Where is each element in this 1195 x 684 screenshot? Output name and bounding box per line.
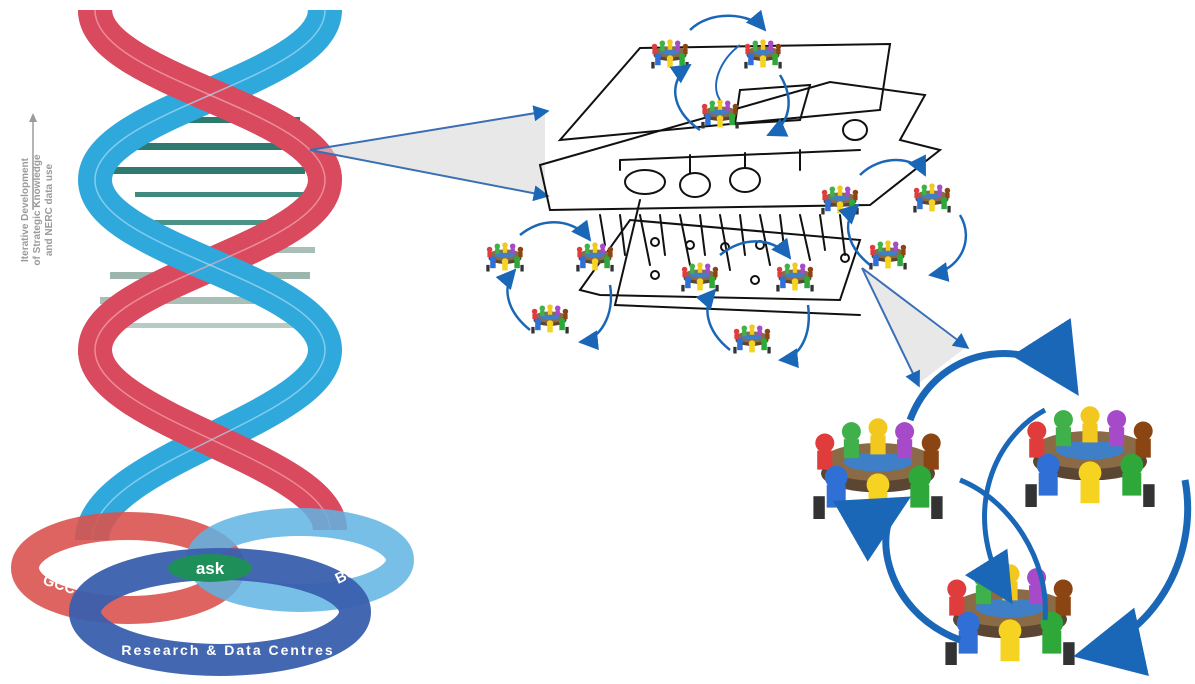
cycle-arrow-icon bbox=[838, 203, 871, 266]
cycle-arrow-icon bbox=[778, 304, 811, 369]
small-team-cluster-right bbox=[821, 154, 968, 282]
cycle-arrow-icon bbox=[719, 237, 792, 260]
side-label: Iterative Development of Strategic Knowl… bbox=[20, 60, 56, 360]
cycle-arrow-icon bbox=[695, 288, 731, 351]
side-label-line2: of Strategic Knowledge bbox=[32, 154, 43, 266]
side-label-line1: Iterative Development bbox=[20, 158, 31, 262]
venn-label-research-data-centres: Research & Data Centres bbox=[121, 642, 334, 658]
cycle-arrow-icon bbox=[906, 318, 1079, 422]
venn-diagram: GCC BGS ask Research & Data Centres bbox=[11, 508, 414, 676]
cycle-arrow-icon bbox=[495, 268, 531, 331]
small-team-cluster-left bbox=[486, 219, 614, 351]
cycle-arrow-icon bbox=[832, 496, 962, 644]
zoom-cone-top bbox=[309, 105, 550, 202]
cycle-arrow-icon bbox=[964, 407, 1047, 605]
cycle-arrow-icon bbox=[928, 214, 968, 282]
cycle-arrow-icon bbox=[519, 219, 592, 242]
ask-ring bbox=[168, 554, 252, 582]
network-sketch bbox=[538, 42, 943, 316]
small-team-cluster-top bbox=[651, 9, 790, 137]
side-label-line3: and NERC data use bbox=[44, 163, 55, 257]
dna-helix bbox=[75, 7, 347, 543]
cycle-arrow-icon bbox=[689, 9, 767, 32]
cycle-arrow-icon bbox=[766, 74, 790, 137]
side-up-arrow bbox=[29, 113, 37, 210]
cycle-arrow-icon bbox=[669, 63, 701, 132]
large-team-cluster bbox=[813, 318, 1192, 676]
small-team-cluster-middle bbox=[681, 237, 814, 369]
cycle-arrow-icon bbox=[1073, 479, 1192, 676]
cycle-arrow-icon bbox=[859, 154, 927, 177]
cycle-arrow-icon bbox=[578, 284, 613, 351]
venn-label-ask: ask bbox=[196, 559, 225, 578]
zoom-cone-bottom bbox=[861, 267, 970, 388]
